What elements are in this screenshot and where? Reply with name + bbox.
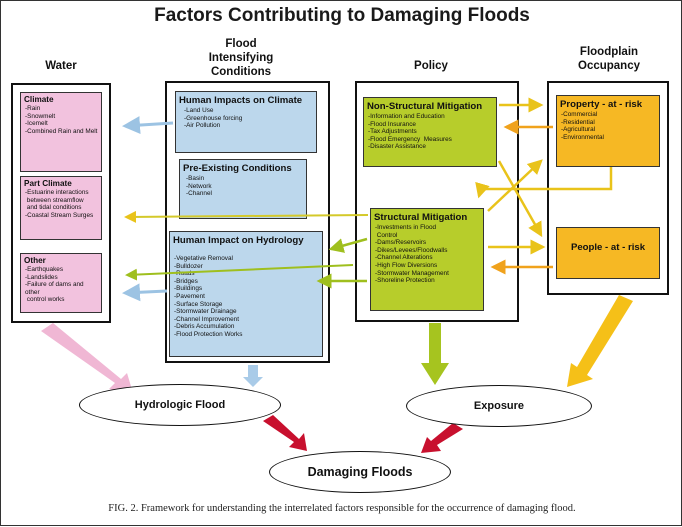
other-title: Other: [24, 256, 46, 265]
list-item: -Information and Education: [368, 113, 445, 120]
list-item: -Residential: [561, 118, 595, 126]
structural-mitigation-title: Structural Mitigation: [374, 212, 468, 223]
exposure-ellipse: Exposure: [406, 385, 592, 427]
list-item: -Commercial: [561, 111, 598, 118]
list-item: -Failure of dams and other control works: [25, 281, 84, 304]
property-at-risk-box: Property - at - risk -Commercial-Residen…: [556, 95, 660, 167]
list-item: -Estuarine interactions between streamfl…: [25, 189, 89, 212]
list-item: -Landslides: [25, 273, 58, 281]
arrow-water-to-hydrologic: [41, 323, 133, 393]
people-at-risk-title: People - at - risk: [570, 242, 646, 253]
climate-title: Climate: [24, 95, 54, 104]
diagram-title: Factors Contributing to Damaging Floods: [154, 5, 530, 26]
list-item: -Investments in Flood Control: [375, 224, 437, 239]
list-item: -Stormwater Management: [375, 269, 449, 277]
property-at-risk-items: -Commercial-Residential-Agricultural-Env…: [557, 111, 659, 141]
damaging-floods-ellipse: Damaging Floods: [269, 451, 451, 493]
non-structural-mitigation-box: Non-Structural Mitigation -Information a…: [363, 97, 497, 167]
hydrologic-flood-label: Hydrologic Flood: [134, 399, 226, 411]
human-impacts-climate-box: Human Impacts on Climate -Land Use-Green…: [175, 91, 317, 153]
column-heading-floodplain: Floodplain Occupancy: [578, 46, 640, 72]
human-impact-hydrology-title: Human Impact on Hydrology: [173, 235, 304, 246]
non-structural-mitigation-items: -Information and Education-Flood Insuran…: [364, 113, 496, 151]
structural-mitigation-box: Structural Mitigation -Investments in Fl…: [370, 208, 484, 311]
human-impacts-climate-items: -Land Use-Greenhouse forcing-Air Polluti…: [176, 107, 316, 130]
climate-items: -Rain-Snowmelt-Icemelt-Combined Rain and…: [21, 105, 101, 135]
arrow-exposure-to-damaging: [421, 423, 463, 453]
list-item: -Disaster Assistance: [368, 143, 426, 151]
list-item: -Basin: [186, 175, 205, 182]
part-climate-box: Part Climate -Estuarine interactions bet…: [20, 176, 102, 240]
list-item: -Tax Adjustments: [368, 128, 417, 136]
list-item: -Stormwater Drainage: [174, 308, 237, 316]
property-at-risk-title: Property - at - risk: [560, 99, 643, 110]
list-item: -Roads: [174, 270, 195, 278]
list-item: -Flood Protection Works: [174, 330, 243, 338]
other-box: Other -Earthquakes-Landslides-Failure of…: [20, 253, 102, 313]
part-climate-title: Part Climate: [24, 179, 72, 188]
list-item: -Land Use: [184, 107, 214, 114]
list-item: -Channel Alterations: [375, 254, 433, 262]
list-item: -Pavement: [174, 292, 205, 300]
list-item: -Combined Rain and Melt: [25, 127, 98, 135]
column-heading-water: Water: [45, 60, 77, 72]
list-item: -Earthquakes: [25, 266, 64, 273]
list-item: -Flood Insurance: [368, 120, 416, 128]
list-item: -Icemelt: [25, 120, 48, 128]
list-item: -Flood Emergency Measures: [368, 135, 452, 143]
climate-box: Climate -Rain-Snowmelt-Icemelt-Combined …: [20, 92, 102, 172]
damaging-floods-label: Damaging Floods: [307, 465, 413, 479]
human-impact-hydrology-items: -Vegetative Removal-Bulldozer-Roads-Brid…: [170, 255, 322, 339]
list-item: -Network: [186, 182, 212, 190]
hydrologic-flood-ellipse: Hydrologic Flood: [79, 384, 281, 426]
pre-existing-conditions-items: -Basin-Network-Channel: [180, 175, 306, 198]
pre-existing-conditions-title: Pre-Existing Conditions: [183, 163, 292, 174]
human-impacts-climate-title: Human Impacts on Climate: [179, 95, 303, 106]
column-heading-policy: Policy: [414, 60, 448, 72]
list-item: -Vegetative Removal: [174, 255, 233, 262]
part-climate-items: -Estuarine interactions between streamfl…: [21, 189, 101, 219]
list-item: -Surface Storage: [174, 300, 223, 308]
human-impact-hydrology-box: Human Impact on Hydrology -Vegetative Re…: [169, 231, 323, 357]
arrow-flood-to-hydrologic: [243, 365, 263, 387]
arrow-floodplain-to-exposure: [567, 295, 633, 387]
arrow-policy-to-exposure: [421, 323, 449, 385]
list-item: -Channel Improvement: [174, 315, 240, 323]
list-item: -Buildings: [174, 285, 203, 293]
arrow-hydrology-to-other: [122, 283, 168, 302]
list-item: -Dams/Reservoirs: [375, 239, 427, 247]
pre-existing-conditions-box: Pre-Existing Conditions -Basin-Network-C…: [179, 159, 307, 219]
list-item: -Agricultural: [561, 126, 596, 134]
list-item: -Shoreline Protection: [375, 277, 435, 285]
list-item: -Rain: [25, 105, 41, 112]
arrow-hydrologic-to-damaging: [263, 415, 307, 451]
list-item: -High Flow Diversions: [375, 261, 438, 269]
figure-caption: FIG. 2. Framework for understanding the …: [108, 503, 576, 514]
list-item: -Environmental: [561, 133, 604, 141]
list-item: -Bridges: [174, 277, 198, 285]
list-item: -Channel: [186, 190, 212, 198]
list-item: -Bulldozer: [174, 262, 203, 270]
non-structural-mitigation-title: Non-Structural Mitigation: [367, 101, 483, 112]
other-items: -Earthquakes-Landslides-Failure of dams …: [21, 266, 101, 304]
exposure-label: Exposure: [473, 400, 525, 412]
list-item: -Air Pollution: [184, 122, 221, 130]
list-item: -Coastal Stream Surges: [25, 211, 94, 219]
column-heading-flood-intensifying: Flood Intensifying Conditions: [208, 38, 274, 78]
structural-mitigation-items: -Investments in Flood Control-Dams/Reser…: [371, 224, 483, 285]
list-item: -Dikes/Levees/Floodwalls: [375, 246, 448, 254]
list-item: -Greenhouse forcing: [184, 114, 243, 122]
list-item: -Debris Accumulation: [174, 323, 235, 331]
list-item: -Snowmelt: [25, 112, 56, 120]
people-at-risk-box: People - at - risk: [556, 227, 660, 279]
